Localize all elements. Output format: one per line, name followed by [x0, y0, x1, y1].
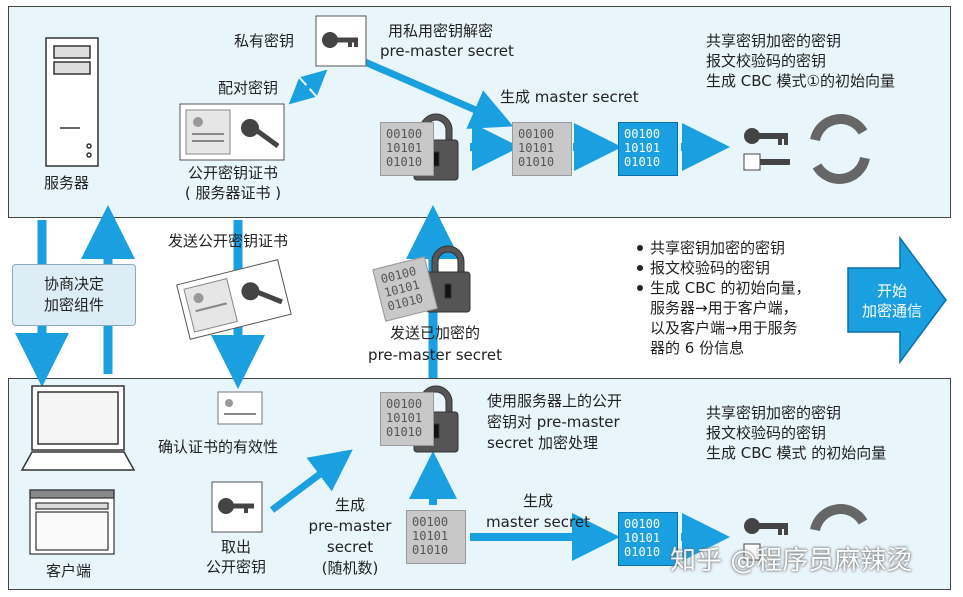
key-pair-label: 配对密钥	[218, 79, 279, 97]
laptop-icon	[20, 385, 136, 471]
public-cert-label-2: ( 服务器证书 )	[184, 184, 282, 202]
start-arrow-shape	[847, 235, 947, 365]
gen-master-client-2: master secret	[486, 513, 590, 531]
generate-master-label-server: 生成 master secret	[500, 88, 639, 106]
client-result-2: 报文校验码的密钥	[706, 424, 827, 442]
negotiate-cipher-box: 协商决定加密组件	[12, 264, 136, 326]
server-result-3: 生成 CBC 模式①的初始向量	[706, 72, 895, 90]
send-encrypted-label-2: pre-master secret	[368, 346, 502, 364]
sent-certificate-icon	[176, 259, 292, 340]
server-result-1: 共享密钥加密的密钥	[706, 32, 842, 50]
server-icon	[45, 37, 99, 167]
verify-cert-label: 确认证书的有效性	[158, 438, 279, 456]
encrypt-label-1: 使用服务器上的公开	[487, 392, 623, 410]
arrow-decrypt	[363, 58, 514, 129]
result-keys-icon-server	[743, 128, 790, 171]
shared-info-list: 共享密钥加密的密钥 报文校验码的密钥 生成 CBC 的初始向量， 服务器→用于客…	[636, 238, 811, 358]
refresh-icon-client	[810, 504, 868, 532]
public-key-icon	[211, 481, 263, 533]
send-cert-label: 发送公开密钥证书	[168, 232, 289, 250]
gen-premaster-3: secret	[326, 538, 374, 556]
send-encrypted-label-1: 发送已加密的	[389, 324, 480, 342]
client-certificate-icon	[217, 391, 263, 425]
browser-icon	[29, 489, 115, 555]
gen-master-client-1: 生成	[522, 492, 553, 510]
gen-premaster-2: pre-master	[308, 517, 392, 535]
arrow-take-key	[269, 449, 353, 513]
gen-premaster-4: (随机数)	[321, 559, 379, 577]
server-result-2: 报文校验码的密钥	[706, 52, 827, 70]
encrypt-label-2: 密钥对 pre-master	[487, 413, 620, 431]
decrypt-label-2: pre-master secret	[380, 42, 514, 60]
public-cert-label-1: 公开密钥证书	[187, 164, 278, 182]
server-certificate-icon	[179, 103, 285, 161]
start-comm-label-1: 开始	[876, 282, 907, 300]
server-label: 服务器	[44, 174, 90, 192]
client-label: 客户端	[46, 562, 92, 580]
result-keys-icon-client	[743, 518, 788, 561]
decrypt-label-1: 用私用密钥解密	[388, 22, 494, 40]
take-key-label-1: 取出	[220, 538, 251, 556]
take-key-label-2: 公开密钥	[205, 558, 266, 576]
private-key-icon	[315, 15, 367, 67]
client-result-1: 共享密钥加密的密钥	[706, 404, 842, 422]
private-key-label: 私有密钥	[234, 32, 295, 50]
refresh-icon-server	[810, 114, 870, 184]
client-result-3: 生成 CBC 模式 的初始向量	[706, 444, 887, 462]
start-comm-label-2: 加密通信	[861, 302, 922, 320]
client-panel	[8, 378, 951, 590]
watermark: 知乎 @程序员麻辣烫	[670, 546, 913, 576]
arrow-keypair	[288, 69, 328, 105]
gen-premaster-1: 生成	[334, 496, 365, 514]
encrypt-label-3: secret 加密处理	[487, 434, 599, 452]
